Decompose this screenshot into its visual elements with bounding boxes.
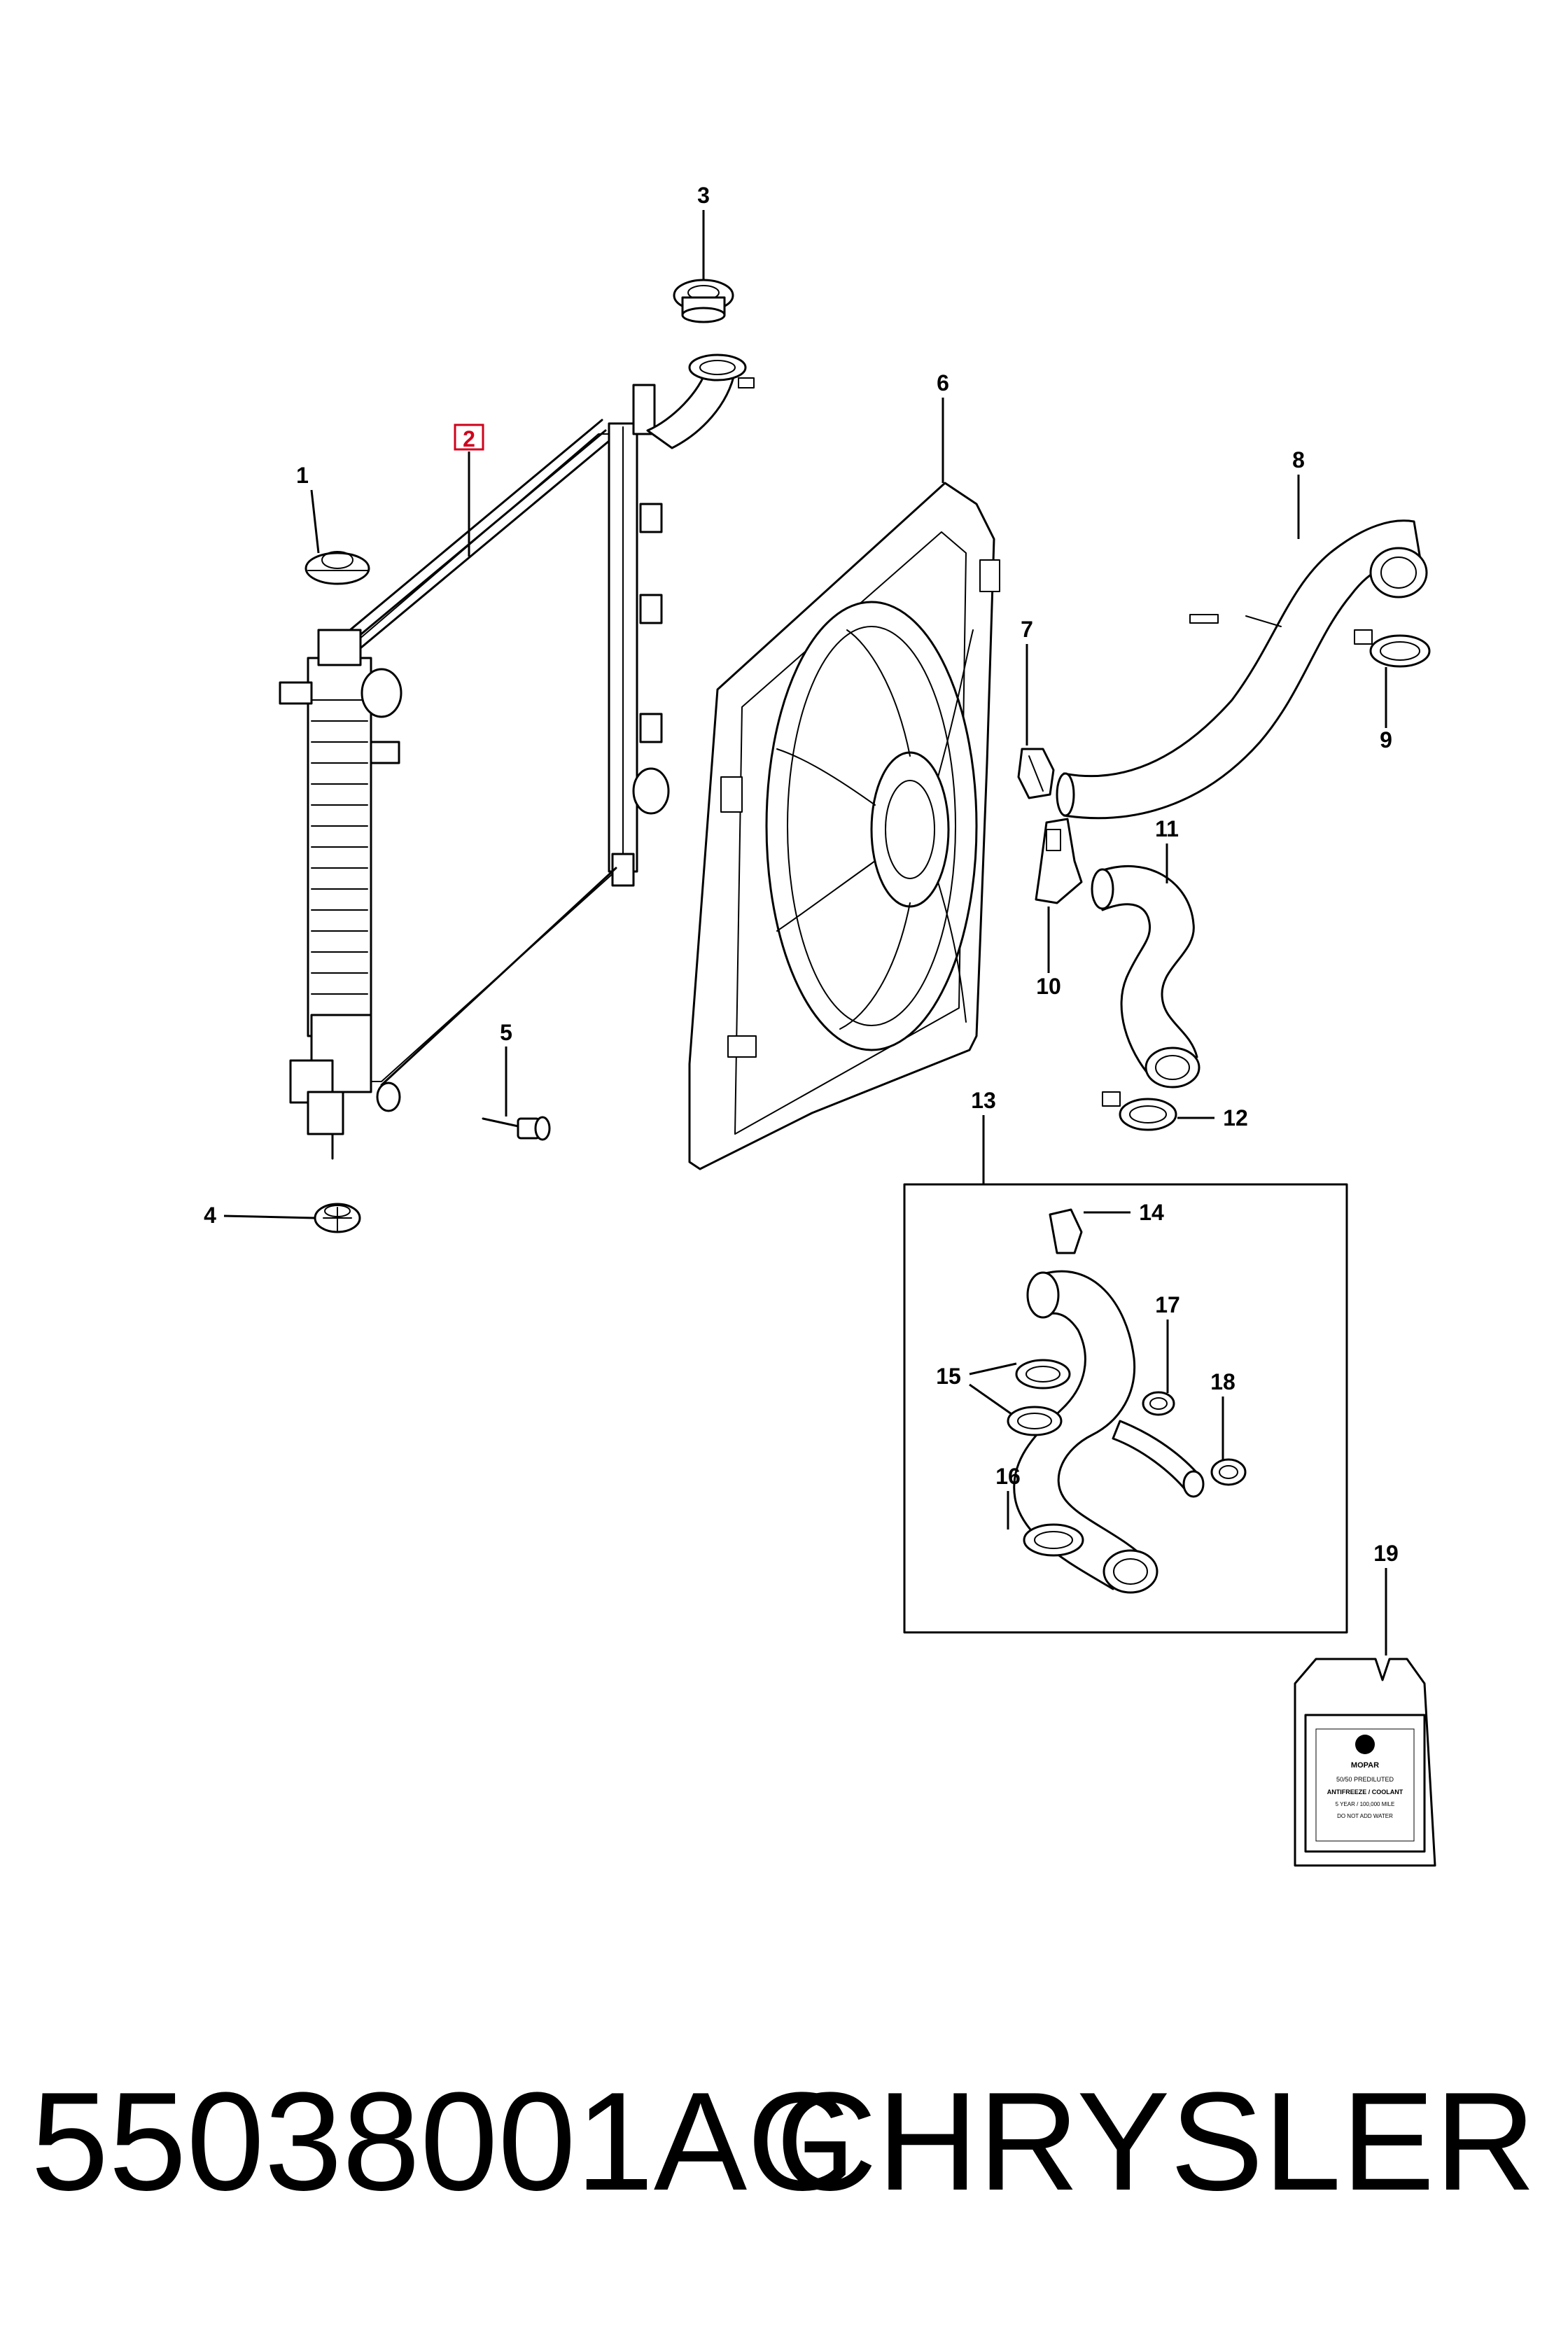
callout-12[interactable]: 12 — [1223, 1105, 1248, 1130]
leader-lines — [223, 210, 1387, 1656]
left-tank-ribs — [311, 699, 368, 995]
callout-8[interactable]: 8 — [1292, 447, 1305, 472]
callout-7[interactable]: 7 — [1021, 617, 1033, 642]
kit-clamp-17[interactable] — [1142, 1391, 1175, 1416]
callout-3[interactable]: 3 — [697, 183, 710, 208]
callout-1[interactable]: 1 — [296, 463, 309, 488]
fan-shroud-assembly[interactable] — [688, 482, 1000, 1170]
callout-11[interactable]: 11 — [1155, 816, 1179, 841]
callout-14[interactable]: 14 — [1139, 1200, 1164, 1225]
drain-plug[interactable] — [482, 1116, 551, 1141]
upper-isolator[interactable] — [304, 551, 370, 585]
jug-brand-text: MOPAR — [1351, 1761, 1379, 1770]
callout-13[interactable]: 13 — [971, 1088, 996, 1113]
callout-19[interactable]: 19 — [1373, 1541, 1399, 1566]
callout-10[interactable]: 10 — [1036, 974, 1061, 999]
kit-clamp-16[interactable] — [1023, 1523, 1084, 1557]
kit-clamp-15a[interactable] — [1015, 1359, 1071, 1390]
hose-kit-box — [903, 1183, 1348, 1634]
part-number: 55038001AG — [31, 2064, 856, 2220]
callout-6[interactable]: 6 — [937, 370, 949, 396]
kit-clamp-18[interactable] — [1210, 1458, 1247, 1486]
hose-clip-7[interactable] — [1017, 748, 1055, 799]
kit-hose[interactable] — [1013, 1270, 1205, 1594]
kit-clamp-15b[interactable] — [1007, 1406, 1063, 1436]
lower-isolator[interactable] — [314, 1203, 361, 1233]
lower-radiator-hose[interactable] — [1091, 864, 1200, 1088]
upper-radiator-hose[interactable] — [1056, 519, 1428, 820]
filler-neck-elbow[interactable] — [646, 354, 755, 449]
coolant-jug[interactable]: MOPAR 50/50 PREDILUTED ANTIFREEZE / COOL… — [1294, 1658, 1436, 1867]
jug-line1-text: 50/50 PREDILUTED — [1336, 1776, 1394, 1783]
hose-bracket-10[interactable] — [1035, 818, 1083, 904]
kit-clip-14[interactable] — [1049, 1208, 1083, 1254]
callout-2-highlight — [454, 424, 484, 451]
hose-clamp-12[interactable] — [1102, 1091, 1177, 1131]
callout-17[interactable]: 17 — [1155, 1292, 1180, 1317]
footer: 55038001AG CHRYSLER — [0, 2072, 1568, 2254]
radiator[interactable] — [279, 384, 670, 1160]
callout-15[interactable]: 15 — [936, 1364, 961, 1389]
jug-line3-text: 5 YEAR / 100,000 MILE — [1336, 1801, 1395, 1807]
jug-line4-text: DO NOT ADD WATER — [1337, 1813, 1393, 1819]
callout-5[interactable]: 5 — [500, 1020, 512, 1045]
radiator-cap[interactable] — [673, 279, 734, 323]
callout-18[interactable]: 18 — [1210, 1369, 1236, 1394]
callout-16[interactable]: 16 — [995, 1464, 1021, 1489]
jug-line2-text: ANTIFREEZE / COOLANT — [1327, 1788, 1404, 1795]
callout-labels: 1 2 3 4 5 6 7 8 9 10 11 12 13 14 15 16 1… — [204, 183, 1399, 1566]
callout-2[interactable]: 2 — [463, 426, 475, 451]
hose-clamp-9[interactable] — [1354, 629, 1431, 668]
brand-name: CHRYSLER — [776, 2064, 1536, 2220]
callout-4[interactable]: 4 — [204, 1203, 216, 1228]
callout-9[interactable]: 9 — [1380, 727, 1392, 752]
